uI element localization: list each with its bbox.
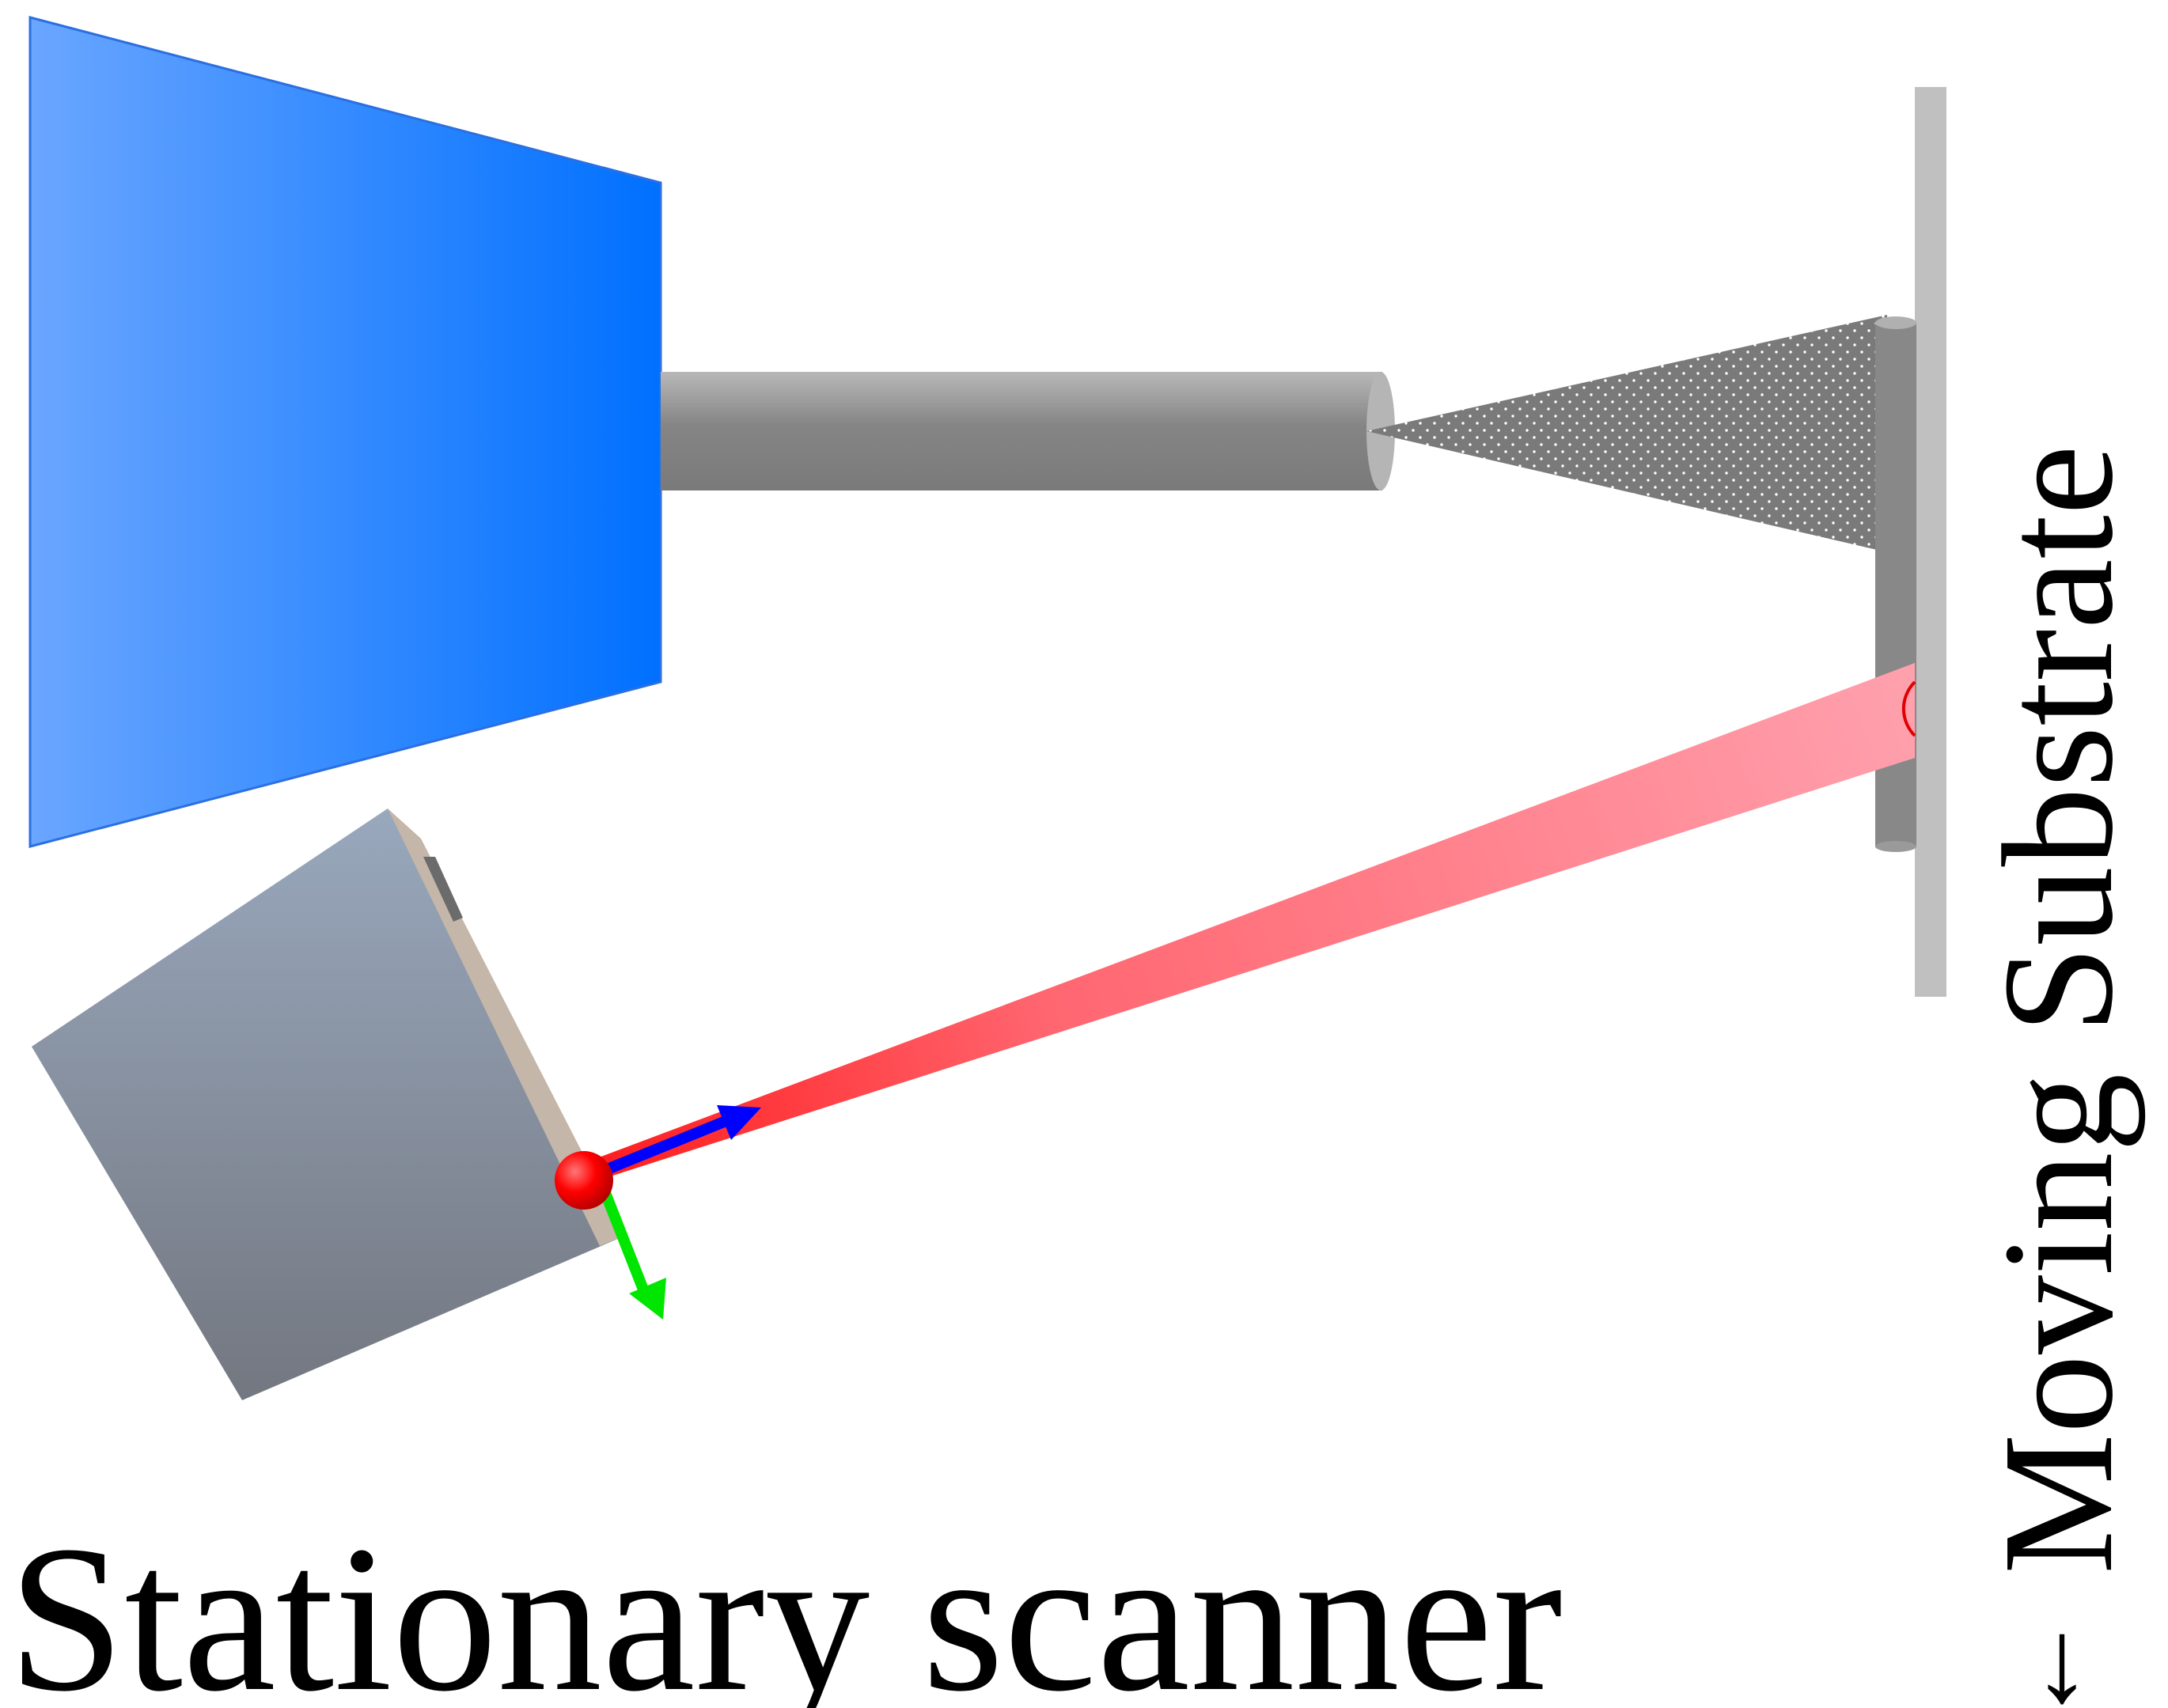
deposited-bead [1875, 316, 1916, 852]
nozzle-barrel [661, 372, 1395, 490]
laser-beam [580, 663, 1915, 1185]
substrate-label: Moving Substrate [1971, 445, 2146, 1574]
deposition-nozzle-icon [28, 16, 662, 848]
laser-spot [1901, 680, 1916, 737]
spray-cone [1366, 315, 1887, 552]
scanner-label: Stationary scanner [8, 1503, 1563, 1708]
substrate-plate [1915, 87, 1946, 997]
coordinate-frame-icon [555, 1105, 761, 1320]
laser-scanner-icon [32, 809, 625, 1400]
substrate-motion-arrow: ↓ [2033, 1596, 2092, 1708]
